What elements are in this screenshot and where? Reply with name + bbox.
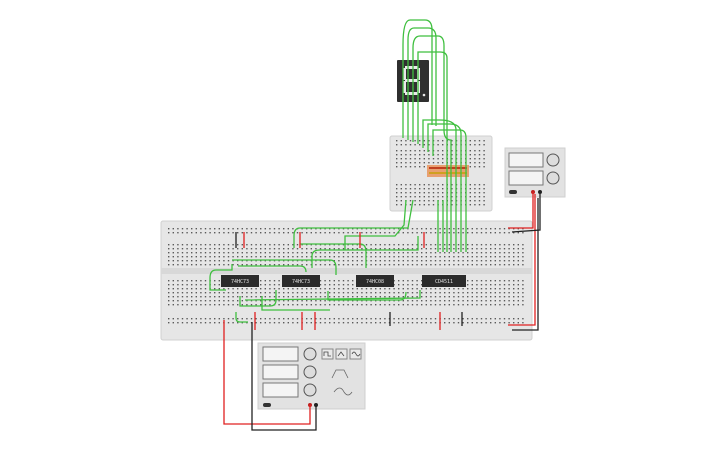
segment-a xyxy=(405,66,418,69)
square-wave-icon xyxy=(321,348,334,360)
power-wires[interactable] xyxy=(223,192,536,425)
segment-f xyxy=(403,68,406,80)
chip-u2-label: 74HC73 xyxy=(292,279,310,285)
current-knob xyxy=(546,171,560,185)
main-breadboard[interactable] xyxy=(160,220,533,341)
power-switch xyxy=(509,190,517,194)
ground-wires[interactable] xyxy=(235,194,541,431)
chip-u1[interactable]: 74HC73 xyxy=(221,275,259,287)
chip-u1-label: 74HC73 xyxy=(231,279,249,285)
chip-u3[interactable]: 74HC08 xyxy=(356,275,394,287)
chip-u4-label: CD4511 xyxy=(435,279,453,285)
chip-u2[interactable]: 74HC73 xyxy=(282,275,320,287)
chip-u4[interactable]: CD4511 xyxy=(422,275,466,287)
chip-u3-label: 74HC08 xyxy=(366,279,384,285)
power-supply[interactable] xyxy=(504,147,566,198)
function-generator[interactable] xyxy=(257,342,366,410)
segment-d xyxy=(405,92,418,95)
segment-e xyxy=(403,81,406,93)
segment-g xyxy=(405,79,418,82)
signal-wires[interactable] xyxy=(209,19,467,323)
segment-dp xyxy=(422,93,426,97)
triangle-wave-icon xyxy=(335,348,348,360)
voltage-knob xyxy=(546,153,560,167)
sine-wave-icon xyxy=(349,348,362,360)
resistor-array[interactable] xyxy=(427,165,469,177)
